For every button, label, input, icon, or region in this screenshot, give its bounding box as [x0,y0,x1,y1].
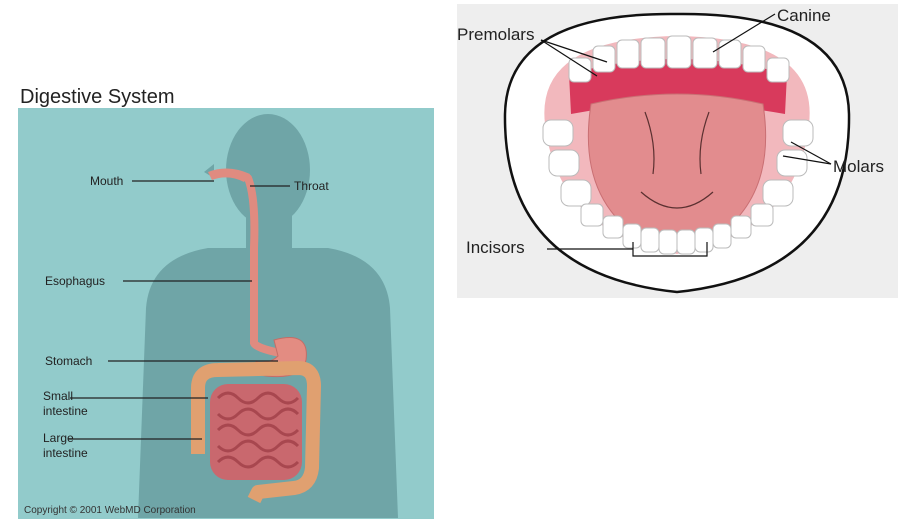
label-small-intestine-line1: Small [43,389,73,403]
label-molars: Molars [833,157,884,176]
label-premolars: Premolars [457,25,534,44]
label-throat: Throat [294,179,329,193]
label-small-intestine-line2: intestine [43,404,88,418]
label-incisors: Incisors [466,238,525,257]
digestive-system-title: Digestive System [20,86,175,109]
label-large-intestine-line2: intestine [43,446,88,460]
digestive-system-diagram: Mouth Throat Esophagus Stomach Small int… [18,108,434,519]
label-mouth: Mouth [90,174,123,188]
label-canine: Canine [777,6,831,25]
label-esophagus: Esophagus [45,274,105,288]
copyright-text: Copyright © 2001 WebMD Corporation [24,505,196,516]
mouth-teeth-diagram: Premolars Canine Molars Incisors [457,4,898,298]
label-large-intestine-line1: Large [43,431,74,445]
small-intestine-organ [210,384,302,480]
label-stomach: Stomach [45,354,92,368]
